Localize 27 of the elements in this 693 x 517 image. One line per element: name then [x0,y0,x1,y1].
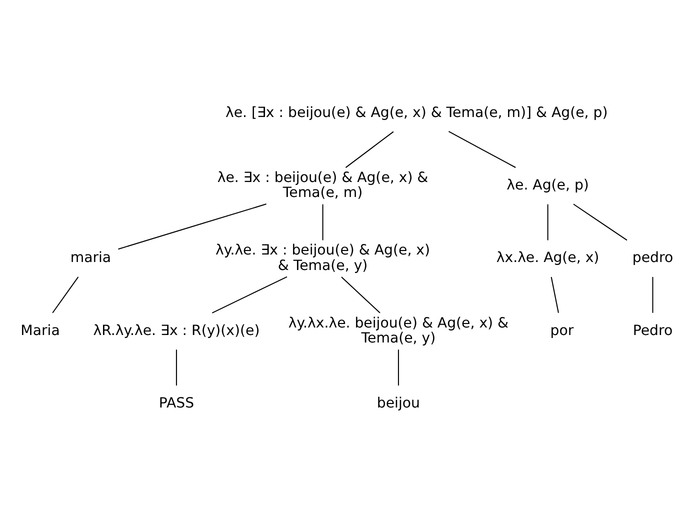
node-text: Pedro [632,322,673,339]
node-text: λR.λy.λe. ∃x : R(y)(x)(e) [93,322,260,339]
connector [547,204,548,240]
connector [652,276,654,313]
node-text: λx.λe. Ag(e, x) [496,250,600,266]
node-text: maria [70,250,112,266]
connector [52,276,79,314]
node-text: λe. Ag(e, p) [506,178,589,194]
connector [345,131,394,168]
connector [550,276,559,313]
connector [176,350,177,386]
node-text: pedro [632,250,674,266]
node-text: λy.λe. ∃x : beijou(e) & Ag(e, x) & Tema(e, y) [216,242,430,274]
connector [322,204,324,240]
node-text: Maria [20,322,60,339]
node-text: λe. [∃x : beijou(e) & Ag(e, x) & Tema(e, m)] & Ag(e, p) [226,104,608,121]
node-text: beijou [376,396,420,412]
node-text: por [550,322,574,339]
connector [448,131,516,168]
connector [398,350,399,386]
node-text: λe. ∃x : beijou(e) & Ag(e, x) & Tema(e, m) [217,170,428,202]
connector [573,204,628,241]
connector [118,204,266,250]
node-text: λy.λx.λe. beijou(e) & Ag(e, x) & Tema(e, y) [288,315,509,346]
connector [212,276,288,314]
node-text: PASS [158,396,194,412]
connector [341,276,380,314]
